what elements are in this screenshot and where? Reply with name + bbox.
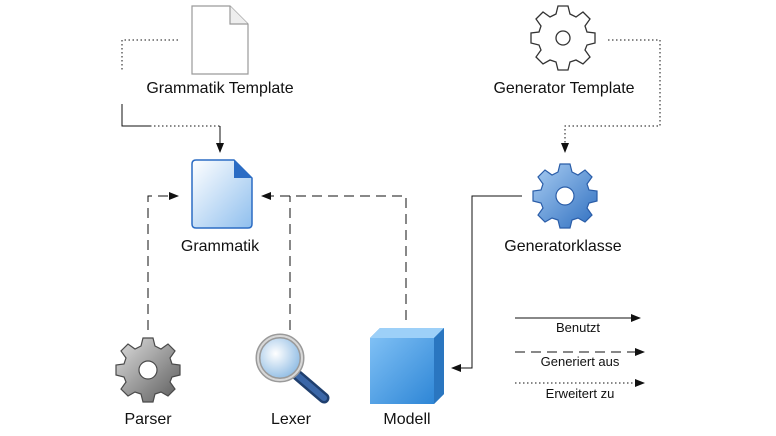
blue-gear-icon [532,163,598,229]
label-lexer: Lexer [270,411,312,428]
magnifier-icon [255,333,330,404]
edge-generatorklasse-uses-modell [451,195,522,372]
legend-label-uses: Benutzt [555,320,601,335]
label-parser: Parser [124,411,172,428]
blue-document-icon [191,159,253,229]
document-outline-icon [191,5,249,75]
legend-label-generated-from: Generiert aus [540,354,620,369]
label-generatorklasse: Generatorklasse [504,238,622,255]
legend-label-extends: Erweitert zu [545,386,615,401]
label-grammatik-template: Grammatik Template [146,80,294,97]
label-modell: Modell [383,411,431,428]
blue-cube-icon [370,328,444,404]
label-grammatik: Grammatik [180,238,260,255]
edge-grammatik-template-to-grammatik [121,39,224,153]
label-generator-template: Generator Template [493,80,635,97]
gray-gear-icon [115,337,181,403]
edge-modell-generated-from-grammatik [261,192,407,320]
edge-parser-generated-from-grammatik [147,192,179,330]
gear-outline-icon [530,5,596,71]
